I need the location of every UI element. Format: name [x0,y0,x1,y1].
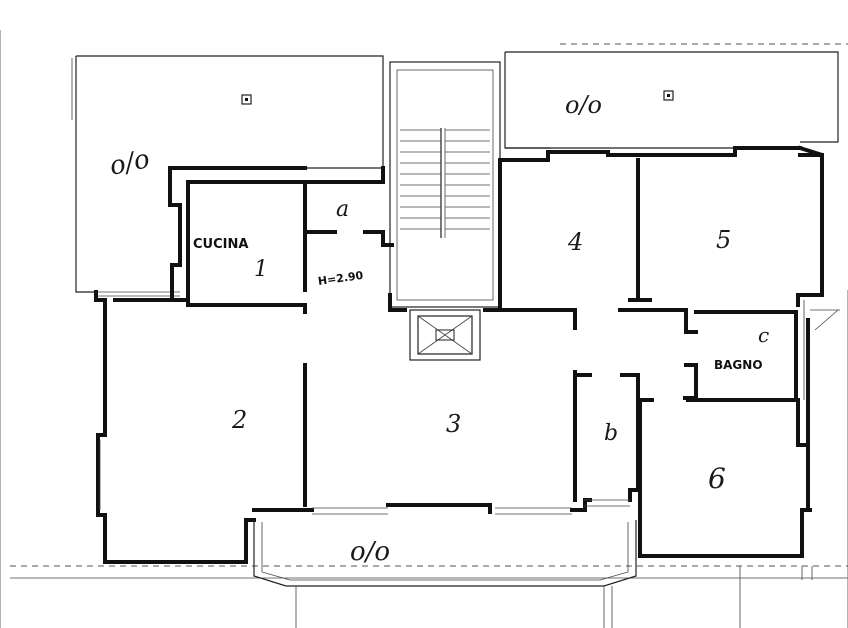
column-marker-top-right [663,90,674,101]
column-marker-top-left [241,94,252,105]
room-3-label: 3 [446,410,461,438]
room-4-label: 4 [567,228,583,256]
ceiling-height-label: H=2.90 [317,269,364,288]
room-2-label: 2 [231,406,247,434]
room-6-label: 6 [708,462,726,495]
terrace-top-left [71,55,384,297]
kitchen-name-label: CUCINA [193,237,248,252]
room-a-label: a [336,197,349,222]
terrace-top-right [504,51,839,149]
stair-treads [400,129,490,230]
room-1-label: 1 [254,257,268,282]
staircase [389,61,501,308]
sheet-border-lines [0,30,848,628]
window-lines [99,300,840,515]
terrace-bottom-label: o/o [350,537,390,567]
bath-name-label: BAGNO [714,358,763,372]
elevator [409,309,481,361]
walls [94,145,824,564]
terrace-top-right-label: o/o [565,91,602,119]
terrace-top-left-label: o/o [107,144,152,182]
terrace-bottom [253,520,813,628]
room-b-label: b [604,421,618,446]
room-5-label: 5 [716,226,731,254]
room-c-label: c [758,323,769,347]
